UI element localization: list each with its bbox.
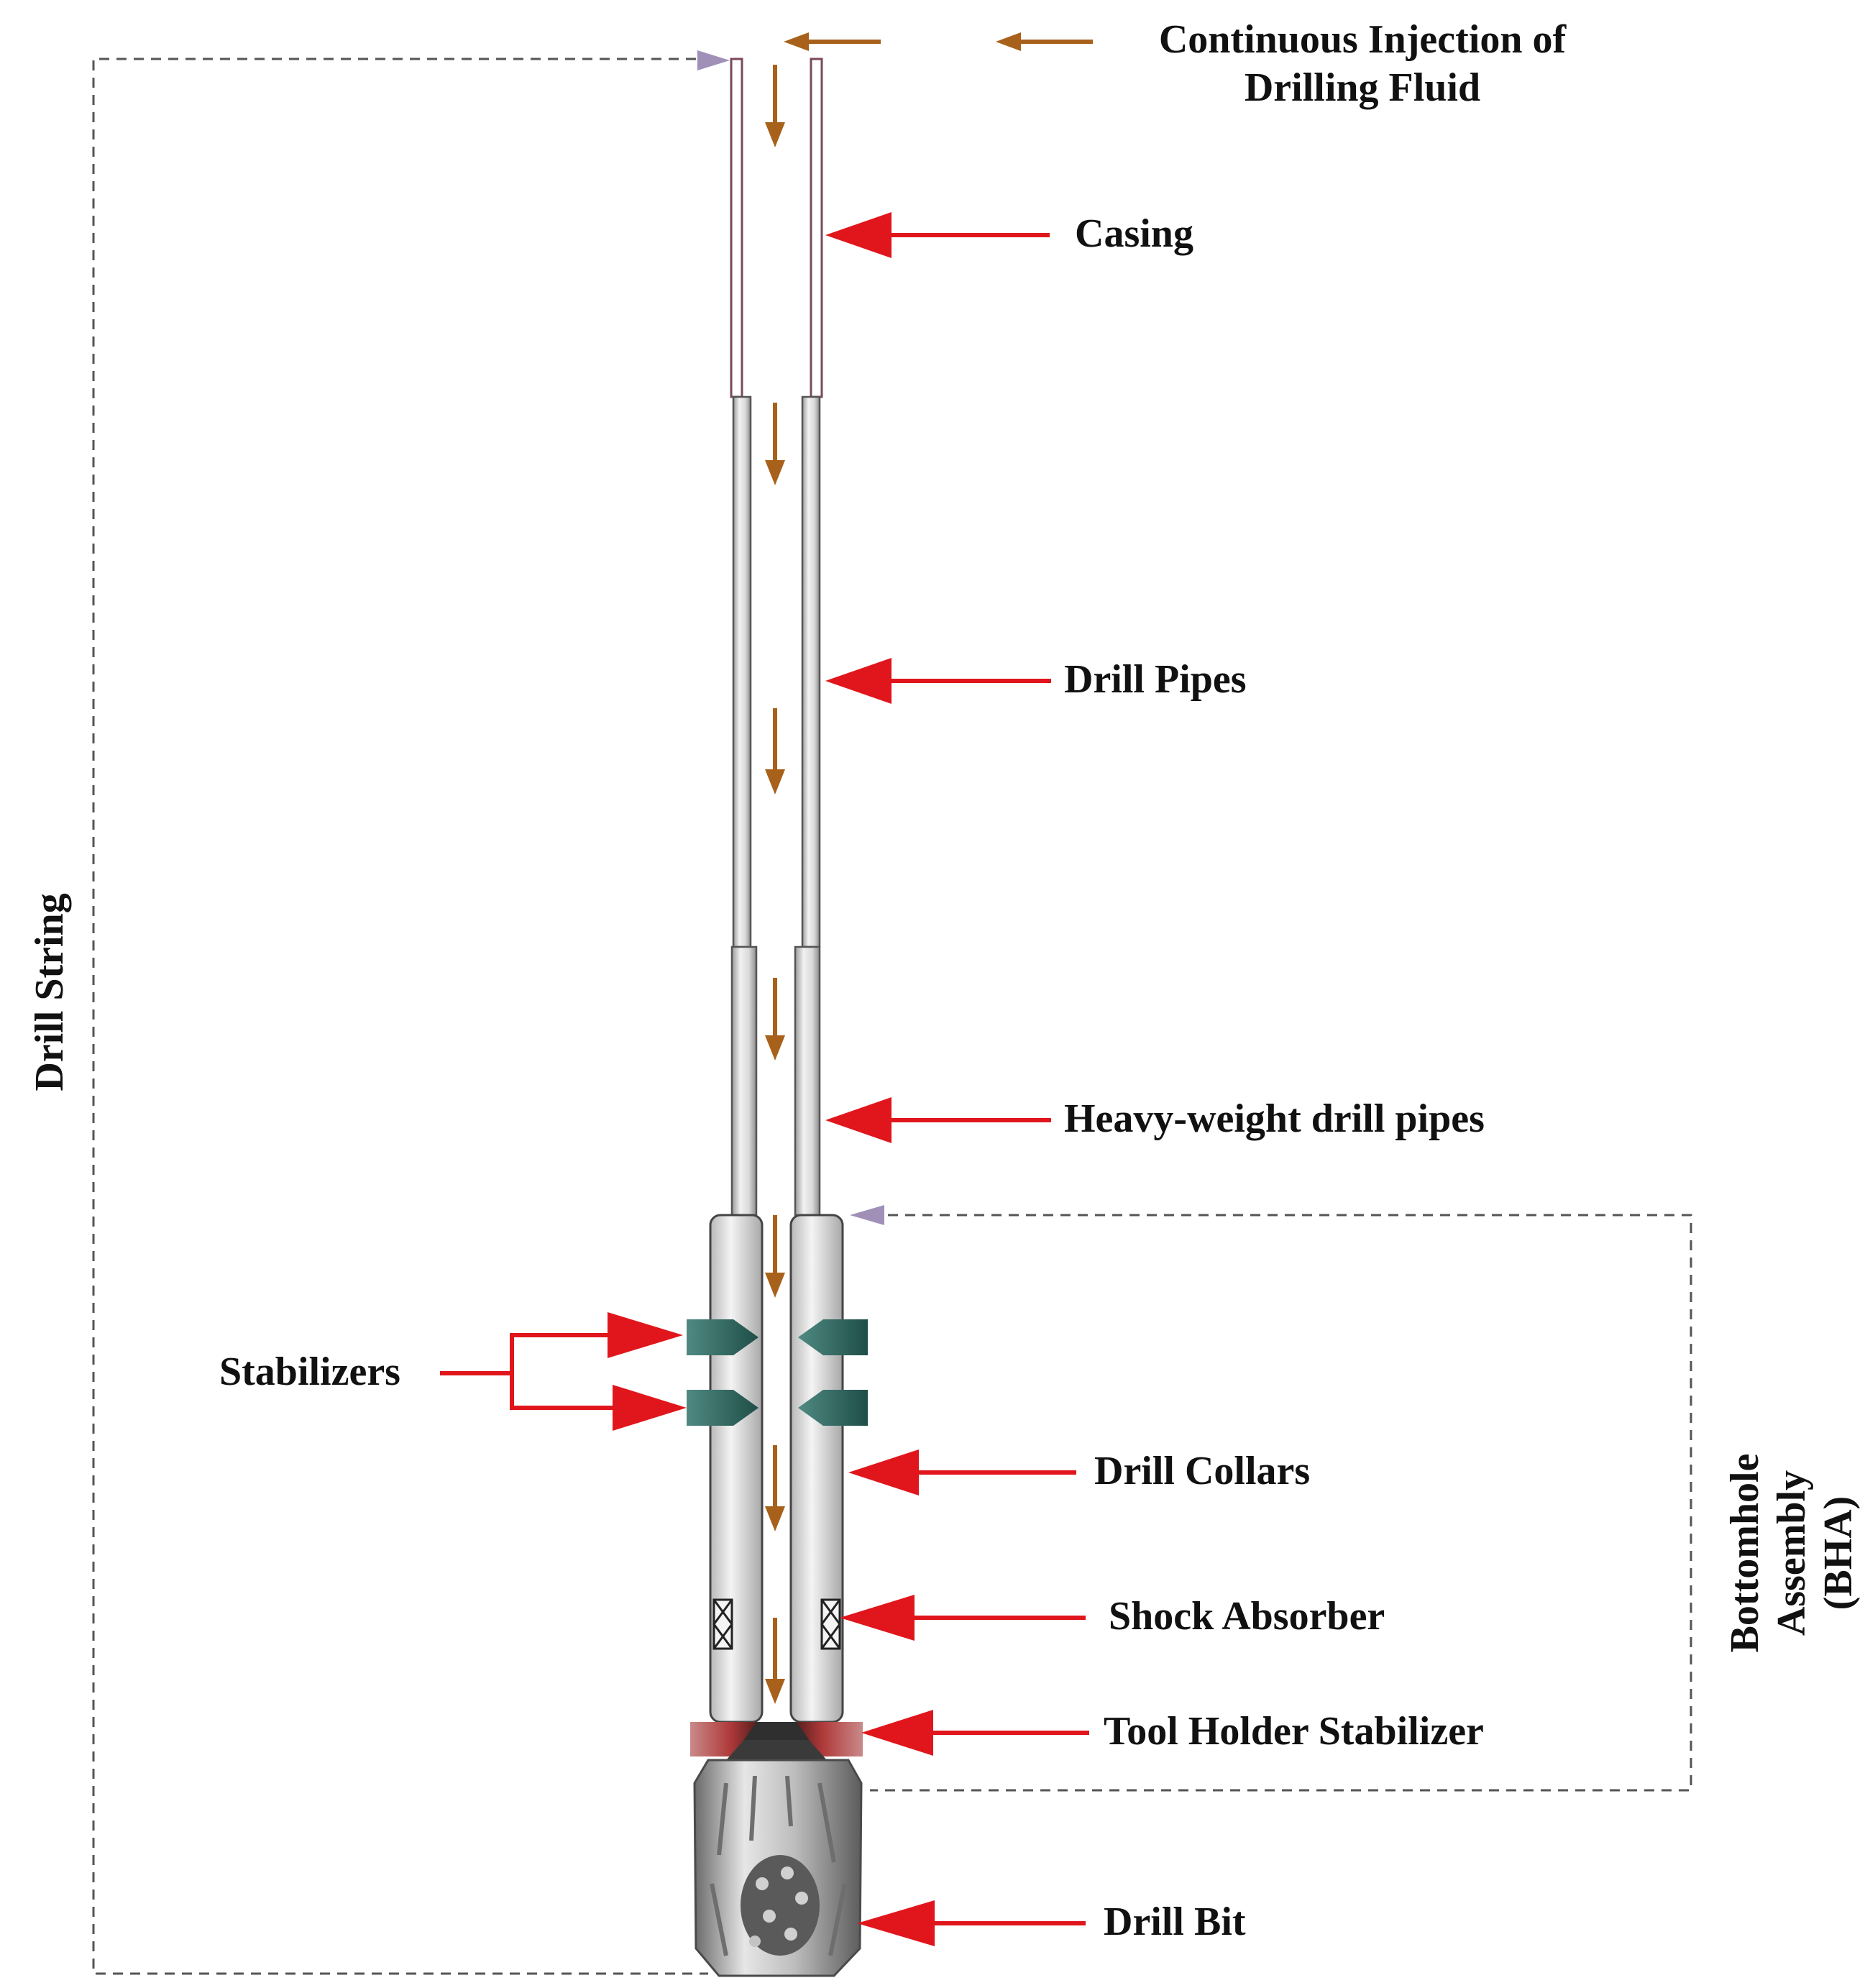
shock-absorber-icon	[712, 1598, 841, 1650]
flow-arrow-icon	[765, 978, 785, 1061]
drill-pipes-label: Drill Pipes	[1064, 657, 1247, 702]
shock-absorber-label: Shock Absorber	[1109, 1594, 1385, 1639]
flow-arrows	[765, 32, 1093, 1704]
red-arrow-icon	[840, 1595, 1086, 1641]
tool-holder-label: Tool Holder Stabilizer	[1104, 1709, 1484, 1754]
stabilizers-fork-arrow	[440, 1312, 687, 1431]
red-arrow-icon	[825, 658, 1051, 704]
red-arrow-icon	[613, 1385, 687, 1431]
red-arrow-icon	[857, 1900, 1086, 1946]
pointer-arrows	[440, 212, 1089, 1946]
labels: Continuous Injection of Drilling Fluid C…	[27, 17, 1861, 1944]
stabilizer-right-upper	[798, 1319, 868, 1355]
stabilizer-left-lower	[687, 1390, 758, 1426]
flow-arrow-icon	[996, 32, 1021, 51]
flow-arrow-icon	[765, 65, 785, 147]
bha-label-line3: (BHA)	[1816, 1496, 1861, 1611]
heavy-weight-label: Heavy-weight drill pipes	[1064, 1096, 1485, 1141]
drill-string-label: Drill String	[27, 893, 72, 1091]
flow-arrow-icon	[765, 403, 785, 485]
red-arrow-icon	[861, 1710, 1089, 1756]
stabilizer-left-upper	[687, 1319, 758, 1355]
flow-arrow-icon	[765, 1445, 785, 1531]
drill-collars-label: Drill Collars	[1094, 1449, 1310, 1493]
bha-label-line1: Bottomhole	[1723, 1454, 1767, 1653]
bha-bracket	[850, 1205, 1692, 1792]
casing-tubes	[730, 58, 823, 398]
injection-label-line2: Drilling Fluid	[1245, 65, 1480, 110]
red-arrow-icon	[848, 1449, 1076, 1495]
injection-label-line1: Continuous Injection of	[1159, 17, 1567, 62]
casing-label: Casing	[1075, 211, 1193, 256]
stabilizer-pads	[687, 1319, 868, 1426]
flow-arrow-icon	[765, 708, 785, 794]
red-arrow-icon	[608, 1312, 683, 1358]
flow-arrow-icon	[765, 1618, 785, 1704]
drill-bit-icon	[693, 1740, 863, 1977]
bracket-marker-top	[697, 50, 730, 70]
stabilizers-label: Stabilizers	[219, 1350, 400, 1394]
red-arrow-icon	[825, 1097, 1051, 1143]
drill-string-bracket	[92, 50, 730, 1975]
bracket-marker-bha	[850, 1205, 884, 1225]
flow-arrow-icon	[765, 1215, 785, 1298]
drill-bit-label: Drill Bit	[1104, 1900, 1246, 1944]
bha-label-line2: Assembly	[1769, 1470, 1814, 1636]
heavy-weight-pipes	[730, 945, 821, 1217]
flow-arrow-icon	[784, 32, 809, 51]
stabilizer-right-lower	[798, 1390, 868, 1426]
red-arrow-icon	[825, 212, 1050, 258]
